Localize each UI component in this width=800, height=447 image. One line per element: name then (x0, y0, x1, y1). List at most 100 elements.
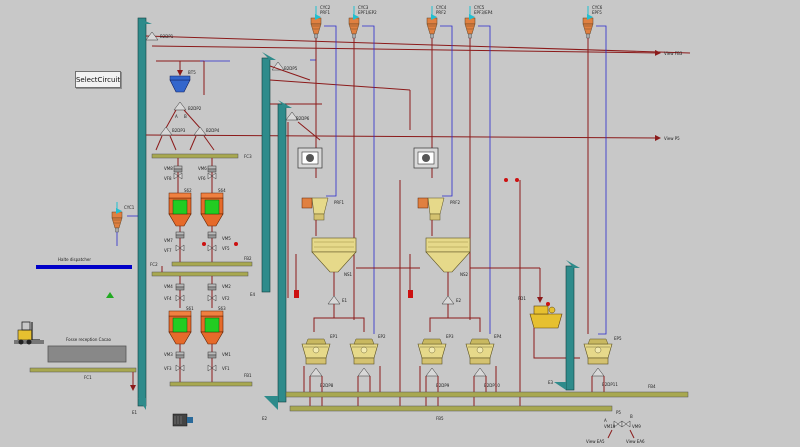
b2dp1-label: B2DP1 (160, 34, 174, 39)
view-ea5-link[interactable]: View EA5 (586, 439, 605, 444)
prf2-unit-icon (417, 197, 445, 221)
e2-small-label: E2 (456, 298, 462, 303)
lower-silos: VM4 VF4 VM2 VF2 S61 S63 VM3 VF3 VM1 VF1 (164, 276, 231, 382)
cyc1-cyclone-icon (111, 211, 123, 233)
cyc2-prf1-label: PRF1 (320, 10, 330, 15)
s64-silo-icon (200, 192, 224, 227)
fb1-conveyor (169, 381, 253, 387)
top-pipe (145, 35, 691, 54)
ep5-press-icon (583, 338, 613, 365)
cyc2-cyclone-icon (310, 17, 322, 39)
ns2-label: NS2 (460, 272, 469, 277)
prf2-unit-label: PRF2 (450, 200, 460, 205)
halte-dispatcher-label: Halte dispatcher (58, 257, 91, 262)
fc2-label: FC2 (150, 262, 158, 267)
label-a: A (175, 114, 178, 119)
e4-label: E4 (250, 292, 256, 297)
crusher2-motor-icon (413, 147, 439, 169)
s62-silo-icon (168, 192, 192, 227)
fc2-conveyor (151, 271, 249, 277)
vm7-label: VM7 (164, 238, 173, 243)
fb4-conveyor (285, 391, 689, 398)
cyc2-label: CYC2 (320, 5, 331, 10)
cyc3-cyclone-icon (348, 17, 360, 39)
b2dp11-label: B2DP11 (602, 382, 618, 387)
ns1-label: NS1 (344, 272, 353, 277)
fb2-conveyor (171, 261, 253, 267)
vf6-label: VF6 (198, 176, 206, 181)
fc3-label: FC3 (244, 154, 252, 159)
ep4-label: EP4 (494, 334, 502, 339)
fosse-reception-pit (47, 345, 127, 363)
prf1-unit-label: PRF1 (334, 200, 344, 205)
s63-silo-icon (200, 310, 224, 345)
b2dp2-label: B2DP2 (188, 106, 202, 111)
b2dp10-label: B2DP10 (484, 383, 500, 388)
b2dp9-label: B2DP9 (436, 383, 450, 388)
fb4-label: FB4 (648, 384, 656, 389)
cyc5-label: CYC5 (474, 5, 485, 10)
view-p5-link[interactable]: View P5 (664, 136, 680, 141)
ep4-press-icon (465, 338, 495, 365)
ep3-label: EP3 (446, 334, 454, 339)
forklift-icon (14, 321, 44, 345)
b2dp5-label: B2DP5 (284, 66, 298, 71)
b2dp8-label: B2DP8 (320, 383, 334, 388)
cyc4-label: CYC4 (436, 5, 447, 10)
ep1-label: EP1 (330, 334, 338, 339)
cyc4-prf2-label: PRF2 (436, 10, 446, 15)
vm4-label: VM4 (164, 284, 173, 289)
vm6-label: VM6 (198, 166, 207, 171)
fc1-label: FC1 (84, 375, 92, 380)
fd1-unit-icon (529, 305, 563, 329)
e3-elevator (565, 265, 575, 391)
e1-elevator (137, 17, 147, 407)
cyc1-label: CYC1 (124, 205, 135, 210)
vf3-label: VF3 (164, 366, 172, 371)
s61-label: S61 (186, 306, 194, 311)
e3-label: E3 (548, 380, 554, 385)
ns2-hopper-icon (425, 237, 471, 273)
cyc4-cyclone-icon (426, 17, 438, 39)
ns1-hopper-icon (311, 237, 357, 273)
bt5-hopper-icon (169, 75, 191, 93)
e2-elevator (277, 103, 287, 403)
vf2-label: VF2 (222, 296, 230, 301)
e4-elevator (261, 57, 271, 293)
prf1-unit-icon (301, 197, 329, 221)
vm8-label: VM8 (164, 166, 173, 171)
select-circuit-button[interactable]: SelectCircuit (75, 71, 121, 88)
s62-label: S62 (184, 188, 192, 193)
cyc6-epf-label: EPF5 (592, 10, 602, 15)
status-triangle-icon (106, 292, 114, 298)
cyc6-cyclone-icon (582, 17, 594, 39)
vf5-label: VF5 (222, 246, 230, 251)
b2dp4-label: B2DP4 (206, 128, 220, 133)
cyc3-label: CYC3 (358, 5, 369, 10)
vf8-label: VF8 (164, 176, 172, 181)
fosse-reception-label: Fosse reception Cacao (66, 337, 112, 342)
vm10-label: VM10 (604, 424, 616, 429)
cyc5-cyclone-icon (464, 17, 476, 39)
cyc3-epf-label: EPF1/EP2 (358, 10, 377, 15)
upper-silos: VM8 VF8 VM6 VF6 S62 S64 VM7 VF7 VM5 VF5 (164, 158, 238, 262)
view-fb3-link[interactable]: View FB3 (664, 51, 683, 56)
ep1-press-icon (301, 338, 331, 365)
halte-dispatcher-bar (36, 265, 132, 269)
label-b: B (184, 114, 187, 119)
fb2-label: FB2 (244, 256, 252, 261)
fd1-label: FD1 (518, 296, 526, 301)
motor-icon[interactable] (172, 413, 193, 427)
cyc6-label: CYC6 (592, 5, 603, 10)
fb5-label: FB5 (436, 416, 444, 421)
ep2-press-icon (349, 338, 379, 365)
vf7-label: VF7 (164, 248, 172, 253)
e1-label: E1 (132, 410, 138, 415)
bt5-label: BT5 (188, 70, 196, 75)
p5-label-b: B (630, 414, 633, 419)
fb5-conveyor (289, 405, 613, 412)
view-ea6-link[interactable]: View EA6 (626, 439, 645, 444)
vm2-label: VM2 (222, 284, 231, 289)
